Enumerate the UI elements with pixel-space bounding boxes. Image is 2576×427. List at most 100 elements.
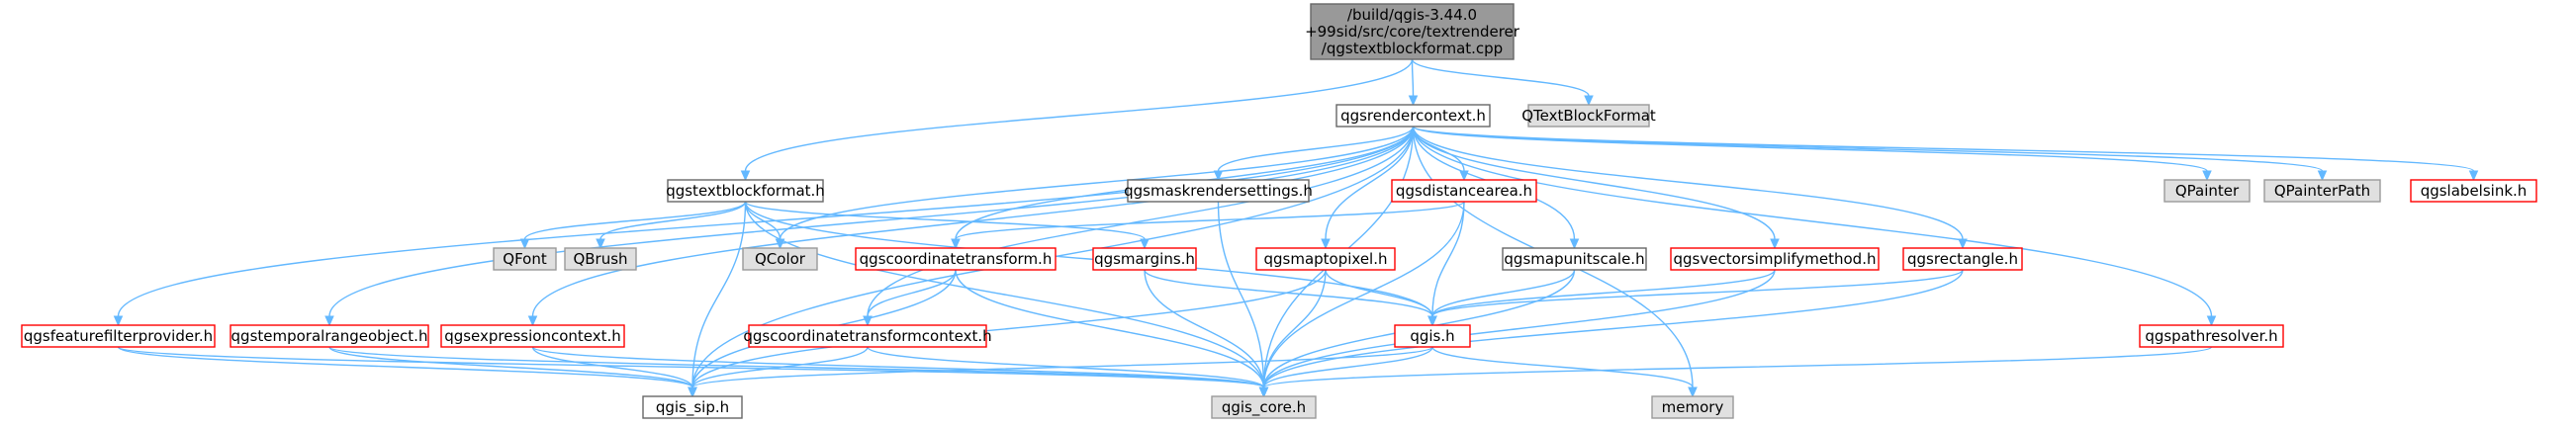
- node-box-qgis_core: [1211, 395, 1317, 419]
- node-label-rendercontext: qgsrendercontext.h: [1340, 107, 1486, 125]
- node-label-temporalrangeobject: qgstemporalrangeobject.h: [231, 327, 428, 345]
- node-label-memory: memory: [1662, 398, 1724, 416]
- node-box-pathresolver: [2139, 324, 2284, 348]
- node-label-qgis_core: qgis_core.h: [1222, 398, 1306, 417]
- node-label-rectangle: qgsrectangle.h: [1907, 250, 2018, 268]
- node-box-qcolor: [742, 247, 818, 271]
- node-label-coordinatetransform: qgscoordinatetransform.h: [860, 250, 1053, 268]
- node-vectorsimplifymethod[interactable]: qgsvectorsimplifymethod.h: [1670, 247, 1880, 271]
- node-rectangle[interactable]: qgsrectangle.h: [1902, 247, 2023, 271]
- node-label-margins: qgsmargins.h: [1094, 250, 1195, 268]
- edge-expressioncontext-to-qgis_sip: [531, 346, 697, 398]
- node-label-textblockformat: qgstextblockformat.h: [666, 182, 825, 200]
- node-qgis_core: qgis_core.h: [1211, 395, 1317, 419]
- node-qgis[interactable]: qgis.h: [1394, 324, 1471, 348]
- node-box-qpainter: [2163, 179, 2251, 203]
- node-maptopixel[interactable]: qgsmaptopixel.h: [1255, 247, 1396, 271]
- node-box-distancearea: [1391, 179, 1537, 203]
- node-box-rendercontext: [1335, 104, 1491, 128]
- edge-rendercontext-to-pathresolver: [1412, 126, 2217, 327]
- edge-root-to-textblockformat: [740, 58, 1414, 182]
- edge-rendercontext-to-rectangle: [1412, 126, 1968, 250]
- edge-rendercontext-to-qpainterpath: [1412, 126, 2328, 182]
- edge-distancearea-to-coordinatetransform: [951, 201, 1465, 250]
- node-qfont: QFont: [493, 247, 557, 271]
- node-coordinatetransform[interactable]: qgscoordinatetransform.h: [855, 247, 1057, 271]
- node-box-qgis: [1394, 324, 1471, 348]
- edge-rendercontext-to-coordinatetransformcontext: [863, 126, 1415, 327]
- edge-textblockformat-to-qbrush: [596, 201, 747, 250]
- edge-rendercontext-to-maptopixel: [1321, 126, 1415, 250]
- node-box-qpainterpath: [2263, 179, 2381, 203]
- edge-qgis-to-memory: [1431, 346, 1698, 398]
- edge-root-to-qtextblockformat: [1411, 58, 1594, 107]
- edge-temporalrangeobject-to-qgis_core: [328, 346, 1269, 398]
- node-box-expressioncontext: [440, 324, 625, 348]
- node-labelsink[interactable]: qgslabelsink.h: [2410, 179, 2537, 203]
- edge-vectorsimplifymethod-to-qgis_core: [1258, 269, 1776, 398]
- edge-rendercontext-to-expressioncontext: [527, 126, 1415, 327]
- node-label-qpainter: QPainter: [2175, 182, 2240, 200]
- edge-featurefilterprovider-to-qgis_sip: [117, 346, 697, 398]
- node-box-memory: [1651, 395, 1734, 419]
- edge-mapunitscale-to-qgis: [1427, 269, 1576, 327]
- node-label-coordinatetransformcontext: qgscoordinatetransformcontext.h: [743, 327, 991, 345]
- edge-rendercontext-to-temporalrangeobject: [324, 126, 1415, 327]
- node-label-qgis: qgis.h: [1410, 327, 1454, 345]
- node-box-labelsink: [2410, 179, 2537, 203]
- node-rendercontext[interactable]: qgsrendercontext.h: [1335, 104, 1491, 128]
- node-qpainterpath: QPainterPath: [2263, 179, 2381, 203]
- node-textblockformat[interactable]: qgstextblockformat.h: [666, 179, 825, 203]
- node-box-margins: [1092, 247, 1197, 271]
- node-box-temporalrangeobject: [230, 324, 429, 348]
- graph-edges: [113, 58, 2479, 398]
- edge-textblockformat-to-qfont: [519, 201, 747, 250]
- node-maskrendersettings[interactable]: qgsmaskrendersettings.h: [1124, 179, 1313, 203]
- node-box-qbrush: [564, 247, 637, 271]
- edge-qgis-to-qgis_core: [1258, 346, 1433, 398]
- edge-qgis-to-qgis_sip: [688, 346, 1433, 398]
- graph-nodes: /build/qgis-3.44.0+99sid/src/core/textre…: [21, 3, 2537, 419]
- node-box-rectangle: [1902, 247, 2023, 271]
- edge-textblockformat-to-margins: [744, 201, 1150, 250]
- node-label-qgis_sip: qgis_sip.h: [656, 398, 729, 417]
- node-margins[interactable]: qgsmargins.h: [1092, 247, 1197, 271]
- node-qcolor: QColor: [742, 247, 818, 271]
- node-box-root: [1310, 3, 1515, 60]
- node-label-maptopixel: qgsmaptopixel.h: [1263, 250, 1387, 268]
- edge-rendercontext-to-labelsink: [1412, 126, 2479, 182]
- node-pathresolver[interactable]: qgspathresolver.h: [2139, 324, 2284, 348]
- node-coordinatetransformcontext[interactable]: qgscoordinatetransformcontext.h: [743, 324, 992, 348]
- edge-root-to-rendercontext: [1408, 58, 1419, 107]
- node-label-qbrush: QBrush: [573, 250, 627, 268]
- node-memory: memory: [1651, 395, 1734, 419]
- node-label-qfont: QFont: [503, 250, 547, 268]
- node-label-maskrendersettings: qgsmaskrendersettings.h: [1124, 182, 1313, 200]
- node-qbrush: QBrush: [564, 247, 637, 271]
- node-distancearea[interactable]: qgsdistancearea.h: [1391, 179, 1537, 203]
- edge-rendercontext-to-maskrendersettings: [1213, 126, 1415, 182]
- node-mapunitscale[interactable]: qgsmapunitscale.h: [1502, 247, 1647, 271]
- node-label-pathresolver: qgspathresolver.h: [2145, 327, 2277, 345]
- node-box-featurefilterprovider: [21, 324, 216, 348]
- node-qpainter: QPainter: [2163, 179, 2251, 203]
- node-root[interactable]: /build/qgis-3.44.0+99sid/src/core/textre…: [1305, 3, 1520, 60]
- node-box-coordinatetransform: [855, 247, 1057, 271]
- node-label-qcolor: QColor: [755, 250, 806, 268]
- node-qgis_sip[interactable]: qgis_sip.h: [642, 395, 743, 419]
- node-label-labelsink: qgslabelsink.h: [2421, 182, 2528, 200]
- node-label-root: /build/qgis-3.44.0+99sid/src/core/textre…: [1305, 6, 1520, 57]
- node-label-qtextblockformat: QTextBlockFormat: [1521, 107, 1656, 125]
- edge-rendercontext-to-vectorsimplifymethod: [1412, 126, 1780, 250]
- node-temporalrangeobject[interactable]: qgstemporalrangeobject.h: [230, 324, 429, 348]
- node-label-vectorsimplifymethod: qgsvectorsimplifymethod.h: [1674, 250, 1877, 268]
- node-box-textblockformat: [667, 179, 824, 203]
- node-featurefilterprovider[interactable]: qgsfeaturefilterprovider.h: [21, 324, 216, 348]
- node-label-qpainterpath: QPainterPath: [2274, 182, 2370, 200]
- edge-rectangle-to-qgis: [1427, 269, 1964, 327]
- node-label-distancearea: qgsdistancearea.h: [1396, 182, 1532, 200]
- node-box-vectorsimplifymethod: [1670, 247, 1880, 271]
- node-label-expressioncontext: qgsexpressioncontext.h: [444, 327, 621, 345]
- node-expressioncontext[interactable]: qgsexpressioncontext.h: [440, 324, 625, 348]
